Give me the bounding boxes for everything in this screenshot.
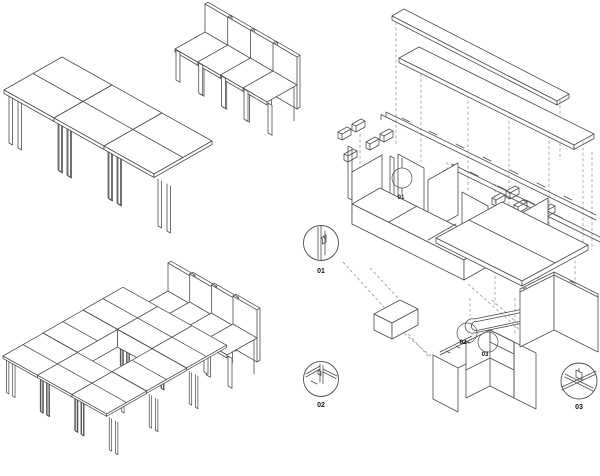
- callout-03-label: 03: [482, 352, 489, 358]
- shelf-cabinet: [432, 329, 537, 413]
- mounting-rail-upper: [380, 111, 597, 221]
- slab-block: [373, 299, 419, 340]
- callout-02: 02: [456, 322, 478, 346]
- view-exploded-assembly: 01 02 03: [337, 8, 600, 413]
- callout-01-label: 01: [398, 195, 405, 201]
- worktop-surface: [435, 201, 589, 287]
- detail-01-label: 01: [317, 268, 325, 275]
- detail-circle-02: 02: [303, 361, 339, 409]
- callout-02-label: 02: [460, 340, 467, 346]
- callout-01: 01: [391, 157, 413, 201]
- detail-03-label: 03: [575, 404, 583, 411]
- top-plank-upper: [391, 8, 570, 106]
- detail-circle-03: 03: [560, 362, 598, 411]
- detail-02-label: 02: [317, 402, 325, 409]
- top-plank-lower: [398, 46, 595, 150]
- callout-03: 03: [477, 331, 499, 358]
- view-tables-row: [3, 56, 213, 234]
- view-chairs-row: [174, 1, 301, 136]
- view-tables-square: [2, 260, 261, 455]
- detail-circle-01: 01: [303, 225, 339, 275]
- folded-panel: [519, 271, 599, 353]
- square-table-ring: [2, 286, 227, 455]
